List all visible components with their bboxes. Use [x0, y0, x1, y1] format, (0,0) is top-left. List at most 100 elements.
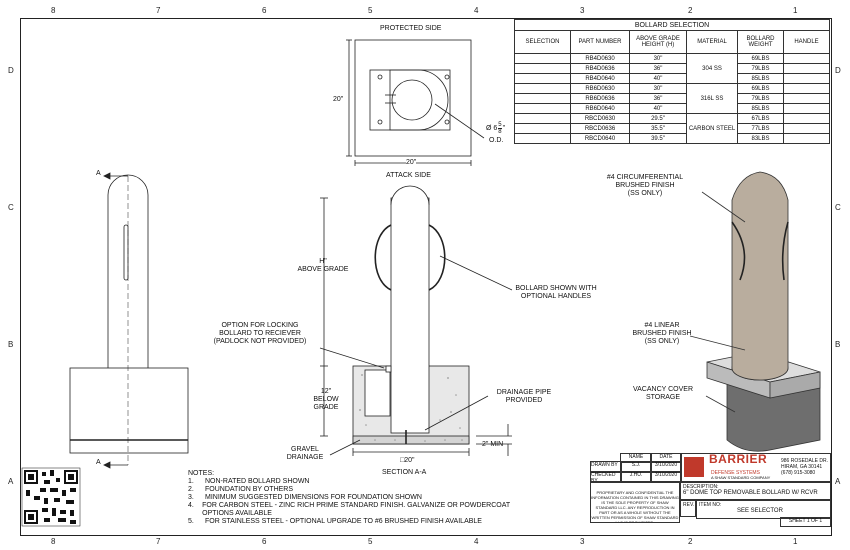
below-grade-value: 12": [320, 388, 332, 395]
col-header: PART NUMBER: [570, 30, 630, 54]
part-number-cell: RB6D0640: [570, 103, 630, 114]
description-cell: DESCRIPTION: 6" DOME TOP REMOVABLE BOLLA…: [680, 481, 831, 501]
linear-finish-label-3: (SS ONLY): [644, 338, 680, 345]
weight-cell: 85LBS: [737, 73, 784, 84]
company-address: 986 ROSEDALE DR. HIRAM, GA 30141 (678) 9…: [781, 458, 828, 476]
selection-cell[interactable]: [514, 93, 571, 104]
zone-label: C: [8, 203, 14, 212]
col-header: BOLLARD WEIGHT: [737, 30, 784, 54]
diameter-fraction: 5 8: [498, 122, 502, 135]
weight-cell: 85LBS: [737, 103, 784, 114]
selection-cell[interactable]: [514, 103, 571, 114]
linear-finish-label-1: #4 LINEAR: [644, 322, 680, 329]
note-item: 4.FOR CARBON STEEL - ZINC RICH PRIME STA…: [188, 502, 518, 518]
address-line: HIRAM, GA 30141: [781, 464, 823, 470]
zone-label: 3: [580, 6, 585, 15]
selection-cell[interactable]: [514, 113, 571, 124]
date-header: DATE: [650, 453, 682, 463]
weight-cell: 79LBS: [737, 63, 784, 74]
zone-label: 8: [51, 537, 56, 546]
handle-cell[interactable]: [783, 123, 830, 134]
diameter-callout: Ø 6 5 8 ": [486, 122, 505, 135]
selection-cell[interactable]: [514, 63, 571, 74]
vacancy-cover-callout: VACANCY COVER STORAGE: [620, 386, 706, 402]
table-row: RBCD0630 29.5" CARBON STEEL 67LBS: [514, 113, 830, 144]
item-cell: ITEM NO: SEE SELECTOR: [696, 499, 831, 519]
zone-label: D: [835, 66, 841, 75]
note-text: FOR STAINLESS STEEL - OPTIONAL UPGRADE T…: [205, 518, 482, 525]
col-header: SELECTION: [514, 30, 571, 54]
notes-block: NOTES: 1.NON-RATED BOLLARD SHOWN 2.FOUND…: [188, 470, 518, 526]
side-elevation: [69, 172, 189, 469]
weight-cell: 67LBS: [737, 113, 784, 124]
handle-cell[interactable]: [783, 63, 830, 74]
section-width-value: 20": [404, 457, 415, 464]
height-cell: 35.5": [629, 123, 687, 134]
part-number-cell: RBCD0636: [570, 123, 630, 134]
table-row: RB6D0630 30" 316L SS 69LBS: [514, 83, 830, 114]
table-header-row: SELECTION PART NUMBER ABOVE GRADE HEIGHT…: [514, 30, 830, 54]
selection-cell[interactable]: [514, 83, 571, 94]
selection-cell[interactable]: [514, 123, 571, 134]
zone-label: A: [8, 477, 14, 486]
bollard-selection-table: BOLLARD SELECTION SELECTION PART NUMBER …: [514, 19, 830, 144]
zone-label: 2: [688, 6, 693, 15]
selection-cell[interactable]: [514, 73, 571, 84]
height-cell: 39.5": [629, 133, 687, 144]
od-label: O.D.: [489, 137, 504, 144]
drawn-date: 3/10/2020: [650, 461, 682, 473]
vacancy-cover-label-2: STORAGE: [645, 394, 681, 401]
notes-title: NOTES:: [188, 470, 215, 477]
table-row: RB6D0640 40" 85LBS: [514, 103, 830, 114]
zone-label: 3: [580, 537, 585, 546]
description-text: 6" DOME TOP REMOVABLE BOLLARD W/ RCVR: [683, 490, 818, 496]
checked-date: 3/10/2020: [650, 471, 682, 483]
table-row: RBCD0636 35.5" 77LBS: [514, 123, 830, 134]
above-grade-label: ABOVE GRADE: [297, 266, 349, 273]
part-number-cell: RB4D0636: [570, 63, 630, 74]
height-cell: 30": [629, 83, 687, 94]
diameter-prefix: Ø 6: [486, 124, 498, 132]
below-grade-dim: 12" BELOW GRADE: [306, 388, 346, 412]
selection-cell[interactable]: [514, 53, 571, 64]
gravel-drainage-label: GRAVEL DRAINAGE: [278, 446, 332, 462]
height-cell: 29.5": [629, 113, 687, 124]
height-cell: 40": [629, 73, 687, 84]
drainage-label: DRAINAGE: [286, 454, 324, 461]
selection-cell[interactable]: [514, 133, 571, 144]
handle-cell[interactable]: [783, 133, 830, 144]
handle-cell[interactable]: [783, 113, 830, 124]
diameter-suffix: ": [502, 124, 506, 132]
section-mark-bottom: A: [96, 459, 101, 466]
height-cell: 30": [629, 53, 687, 64]
handle-cell[interactable]: [783, 83, 830, 94]
col-header: ABOVE GRADE HEIGHT (H): [629, 30, 687, 54]
table-title: BOLLARD SELECTION: [514, 19, 830, 31]
height-label: H": [319, 258, 327, 265]
handle-cell[interactable]: [783, 93, 830, 104]
zone-label: B: [8, 340, 14, 349]
zone-label: 1: [793, 537, 798, 546]
handle-cell[interactable]: [783, 53, 830, 64]
top-view-width-dim: 20": [406, 159, 417, 167]
handle-cell[interactable]: [783, 103, 830, 114]
drainage-pipe-label-2: PROVIDED: [505, 397, 543, 404]
linear-finish-callout: #4 LINEAR BRUSHED FINISH (SS ONLY): [622, 322, 702, 346]
circ-finish-label-1: #4 CIRCUMFERENTIAL: [606, 174, 684, 181]
section-view: [319, 185, 513, 456]
material-cell: 316L SS: [686, 83, 738, 114]
table-row: RB6D0636 36" 79LBS: [514, 93, 830, 104]
locking-callout: OPTION FOR LOCKING BOLLARD TO RECIEVER (…: [200, 322, 320, 346]
drawn-by-name: S.J.: [620, 461, 652, 473]
qr-code: [21, 467, 81, 527]
weight-cell: 77LBS: [737, 123, 784, 134]
weight-cell: 83LBS: [737, 133, 784, 144]
material-cell: CARBON STEEL: [686, 113, 738, 144]
circ-finish-label-2: BRUSHED FINISH: [615, 182, 675, 189]
handle-cell[interactable]: [783, 73, 830, 84]
zone-label: C: [835, 203, 841, 212]
circumferential-finish-callout: #4 CIRCUMFERENTIAL BRUSHED FINISH (SS ON…: [590, 174, 700, 198]
part-number-cell: RB6D0630: [570, 83, 630, 94]
vacancy-cover-label-1: VACANCY COVER: [632, 386, 694, 393]
